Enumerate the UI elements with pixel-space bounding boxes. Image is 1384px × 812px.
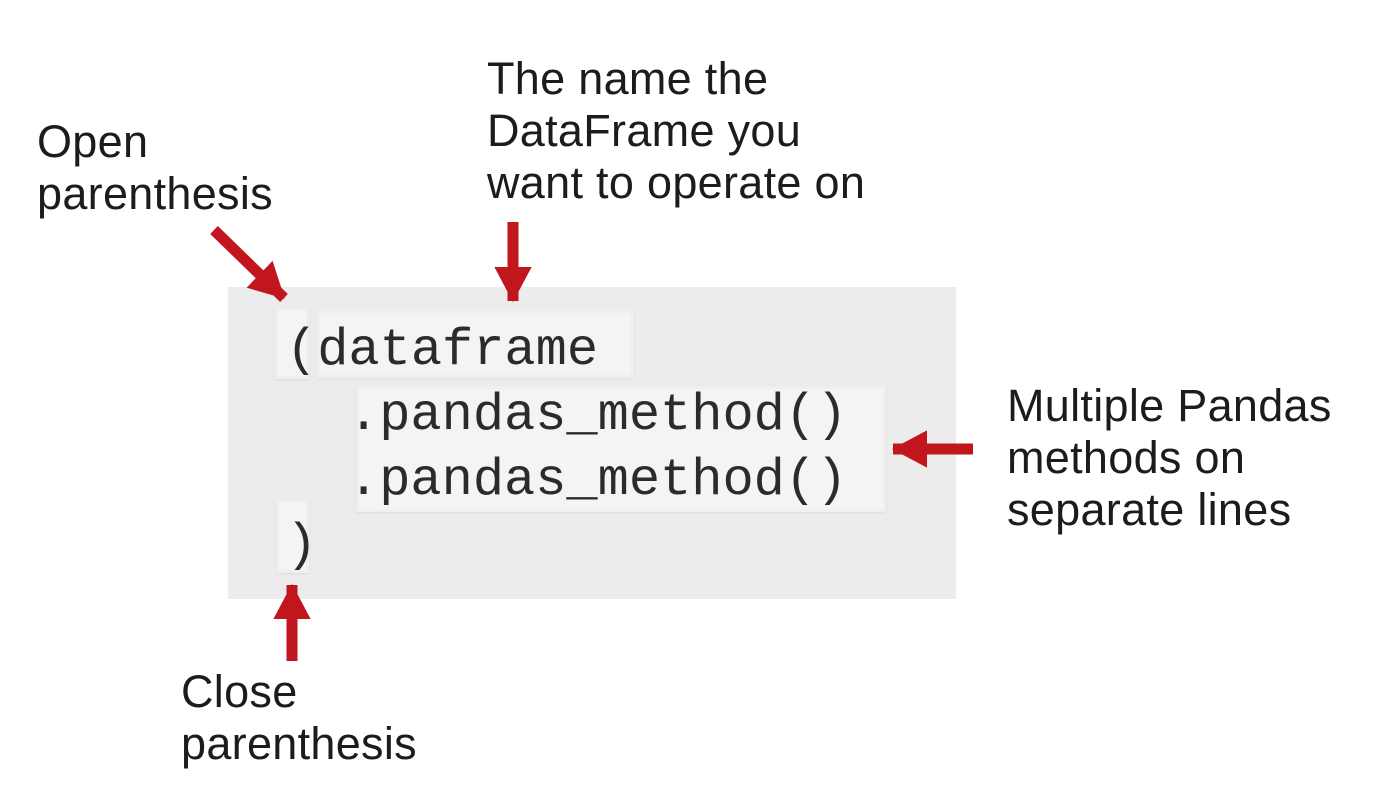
- open-paren-label: Open parenthesis: [37, 116, 273, 219]
- code-line-open-dataframe: (dataframe: [286, 321, 599, 380]
- methods-highlight-box: [356, 386, 886, 512]
- code-line-pandas-method-2: .pandas_method(): [348, 451, 848, 510]
- close-paren-label: Close parenthesis: [181, 666, 417, 769]
- dataframe-name-label: The name the DataFrame you want to opera…: [487, 53, 866, 208]
- methods-label: Multiple Pandas methods on separate line…: [1007, 380, 1332, 535]
- code-line-close-paren: ): [286, 516, 318, 575]
- dataframe-highlight-box: [317, 310, 634, 378]
- code-line-pandas-method-1: .pandas_method(): [348, 386, 848, 445]
- open-paren-highlight-box: [275, 308, 309, 379]
- close-paren-highlight-box: [276, 500, 309, 573]
